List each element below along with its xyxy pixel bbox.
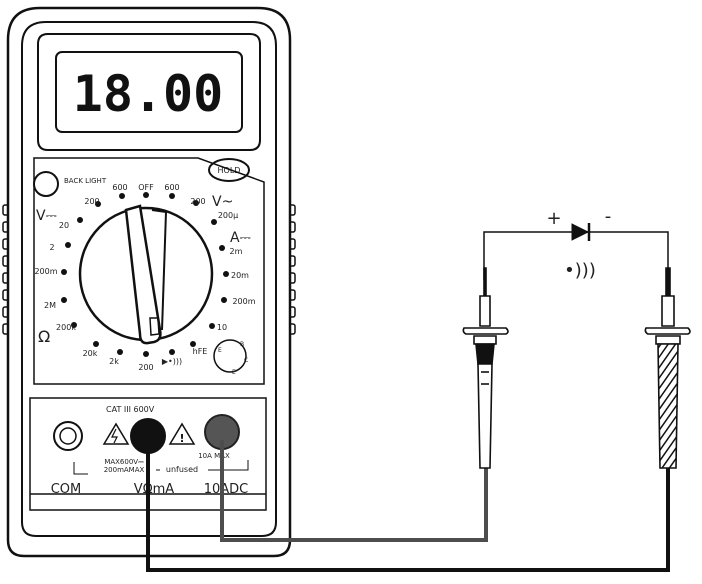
dial-off-label: OFF (138, 183, 154, 192)
warning-max-current: 200mAMAX (104, 466, 145, 474)
socket-pin-label: C (244, 357, 248, 364)
com-jack[interactable] (53, 421, 83, 451)
function-panel (33, 157, 265, 385)
black-lead-wire (146, 440, 670, 572)
dcv-symbol: V⎓ (36, 208, 57, 224)
warning-triangle-right-icon: ! (168, 422, 196, 445)
black-test-probe[interactable] (644, 267, 691, 469)
unfused-label: unfused (166, 465, 198, 474)
dial-label: 200m (232, 297, 255, 306)
dial-label: 600 (112, 183, 127, 192)
dial-label: 200 (138, 363, 153, 372)
dial-label: 2k (109, 357, 119, 366)
dial-label: 200 (190, 197, 205, 206)
dial-label: 10 (217, 323, 227, 332)
diode-icon (571, 223, 590, 241)
range-dots (61, 192, 229, 357)
backlight-label: BACK LIGHT (64, 177, 107, 185)
rotary-selector-dial[interactable] (78, 204, 214, 345)
socket-pin-label: B (240, 341, 244, 348)
dial-label: 20k (83, 349, 98, 358)
continuity-beep-icon: •))) (564, 260, 596, 281)
hold-label: HOLD (218, 166, 241, 175)
plus-sign: + (546, 208, 561, 229)
dial-label: 20 (59, 221, 69, 230)
lcd-display: 18.00 (37, 33, 261, 151)
com-label: COM (51, 482, 82, 497)
v-ohm-ma-label: VΩmA (134, 482, 174, 497)
minus-sign: - (605, 206, 612, 227)
red-test-probe[interactable] (462, 267, 509, 469)
warning-max-voltage: MAX600V⎓ (104, 458, 144, 466)
warning-10a-max: 10A MAX (198, 452, 230, 460)
dial-label: hFE (193, 347, 208, 356)
dial-label: 2 (49, 243, 54, 252)
dial-label: 2M (44, 301, 56, 310)
dial-label: 200 (84, 197, 99, 206)
dial-label: 2m (230, 247, 243, 256)
dial-label: 600 (164, 183, 179, 192)
dial-label: 200µ (218, 211, 238, 220)
lcd-reading: 18.00 (73, 65, 224, 123)
dial-label: 200k (56, 323, 76, 332)
category-rating: CAT III 600V (106, 405, 155, 414)
dial-label: 200m (34, 267, 57, 276)
dca-symbol: A⎓ (230, 230, 251, 246)
red-lead-wire (220, 440, 488, 542)
10adc-label: 10ADC (204, 482, 249, 497)
warning-triangle-left-icon (102, 422, 130, 445)
diode-circuit: + - •))) (483, 206, 669, 281)
dial-labels: OFF 600 200 20 2 200m 2M 200k 20k 2k 200… (34, 183, 255, 372)
dial-knob-pointer (124, 204, 162, 345)
socket-pin-label: E (232, 369, 236, 376)
acv-symbol: V~ (212, 194, 233, 210)
dial-label: 20m (231, 271, 249, 280)
socket-pin-label: E (218, 347, 222, 354)
transistor-socket[interactable]: E B C E (213, 339, 248, 376)
svg-text:!: ! (179, 432, 184, 445)
ohm-symbol: Ω (38, 327, 50, 346)
dial-diode-label: ▶•))) (162, 357, 182, 366)
